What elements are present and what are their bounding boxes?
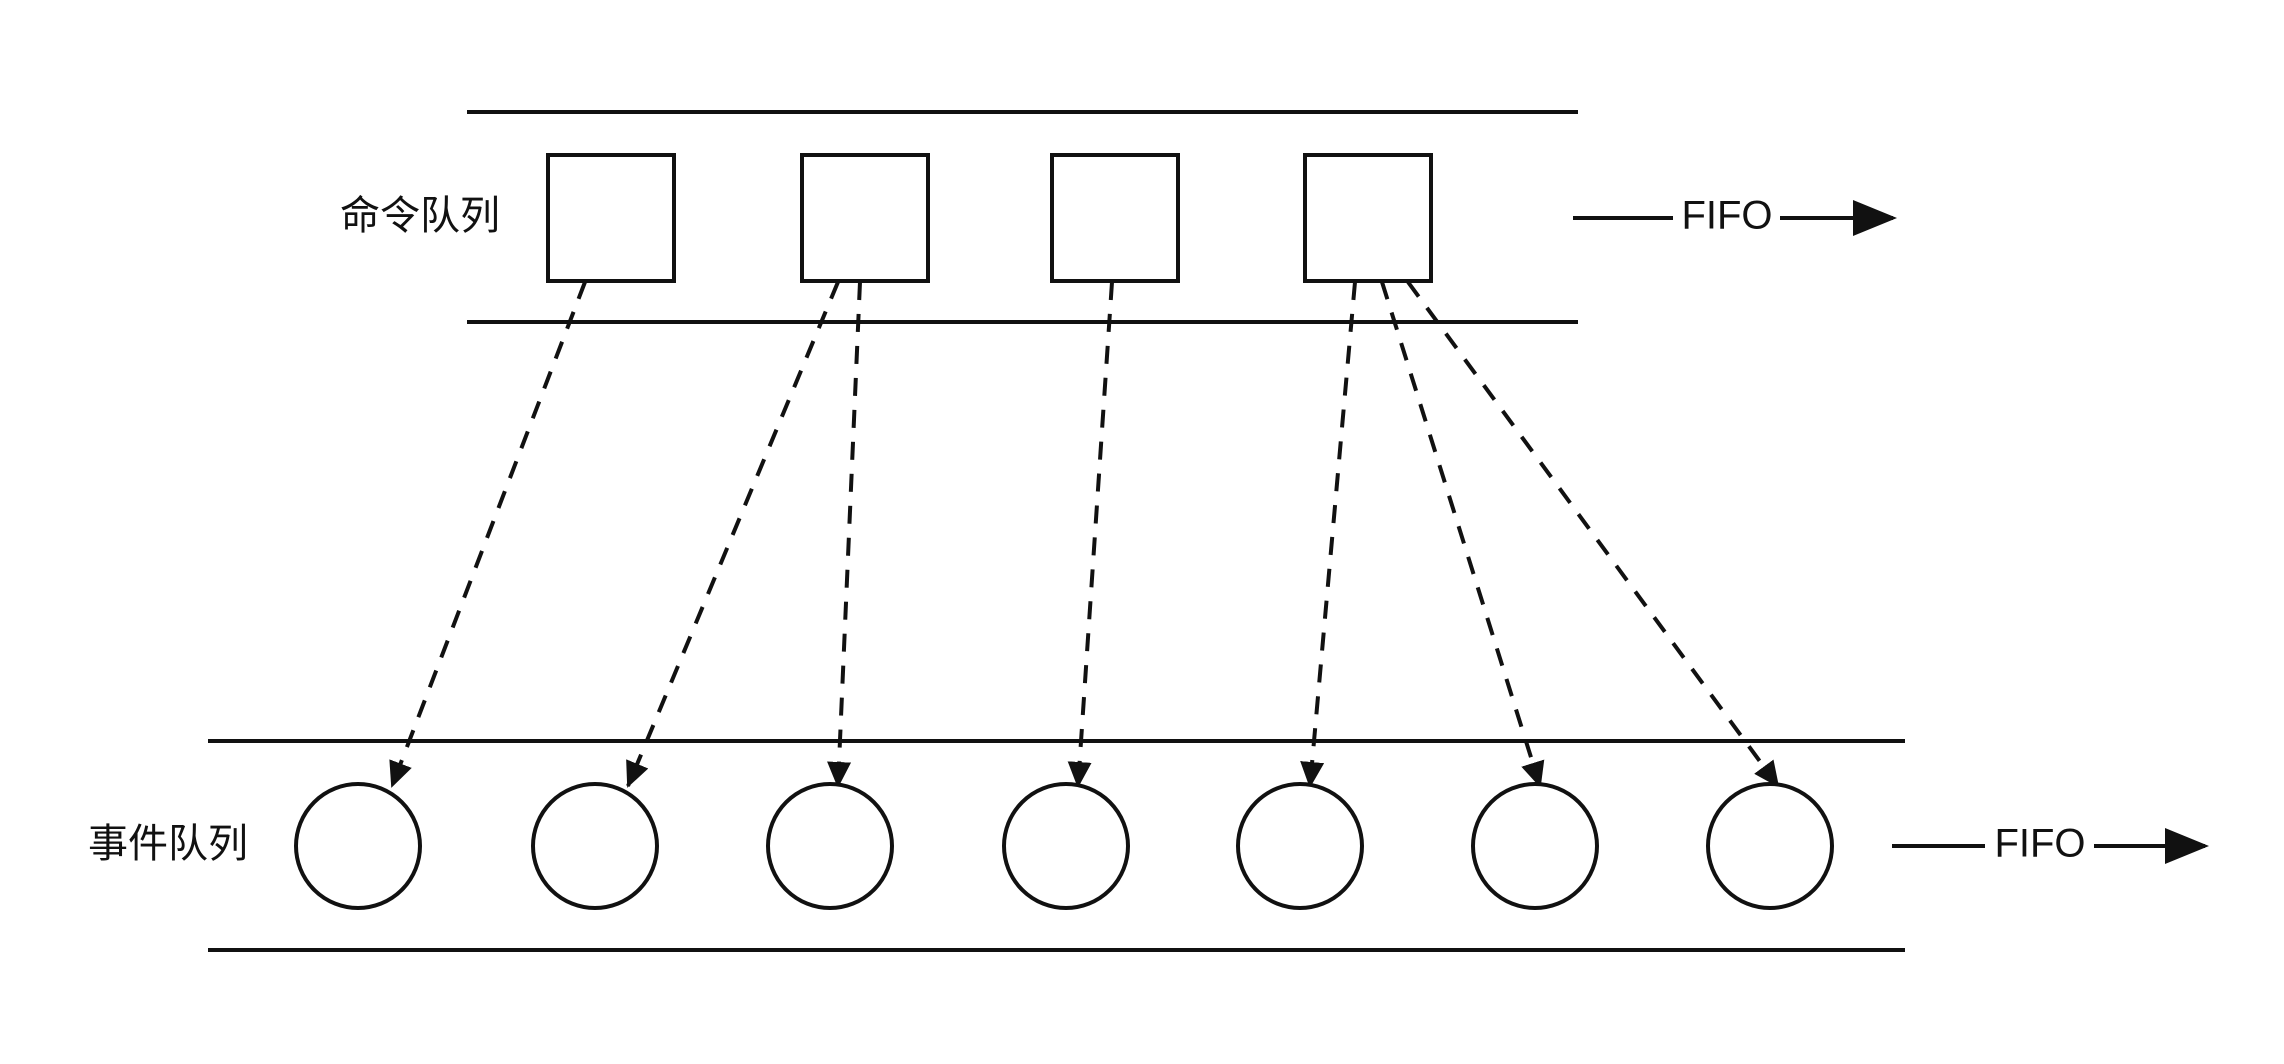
command-fifo-label: FIFO [1681, 194, 1772, 238]
event-queue-slots [294, 782, 1834, 910]
command-4-to-event-6 [1380, 281, 1545, 788]
event-slot-2[interactable] [531, 782, 659, 910]
event-slot-7[interactable] [1706, 782, 1834, 910]
command-slot-1[interactable] [546, 153, 676, 283]
command-2-to-event-2 [626, 281, 840, 788]
event-slot-6[interactable] [1471, 782, 1599, 910]
event-slot-1[interactable] [294, 782, 422, 910]
command-queue-fifo-indicator: FIFO [1573, 194, 1897, 238]
event-slot-4[interactable] [1002, 782, 1130, 910]
event-slot-5[interactable] [1236, 782, 1364, 910]
command-4-to-event-7 [1406, 280, 1780, 788]
event-fifo-label: FIFO [1994, 822, 2085, 866]
command-4-to-event-5 [1300, 281, 1357, 788]
command-2-to-event-3 [827, 281, 862, 788]
command-3-to-event-4 [1067, 281, 1114, 788]
command-queue-slots [546, 153, 1433, 283]
command-1-to-event-1 [389, 281, 587, 788]
event-queue: 事件队列 FIFO [88, 739, 2209, 952]
event-slot-3[interactable] [766, 782, 894, 910]
command-slot-3[interactable] [1050, 153, 1180, 283]
command-slot-4[interactable] [1303, 153, 1433, 283]
command-slot-2[interactable] [800, 153, 930, 283]
event-queue-fifo-indicator: FIFO [1892, 822, 2209, 866]
event-queue-label: 事件队列 [88, 821, 248, 867]
command-to-event-mappings [389, 280, 1780, 788]
command-queue: 命令队列 FIFO [340, 110, 1897, 324]
command-queue-label: 命令队列 [340, 193, 500, 239]
